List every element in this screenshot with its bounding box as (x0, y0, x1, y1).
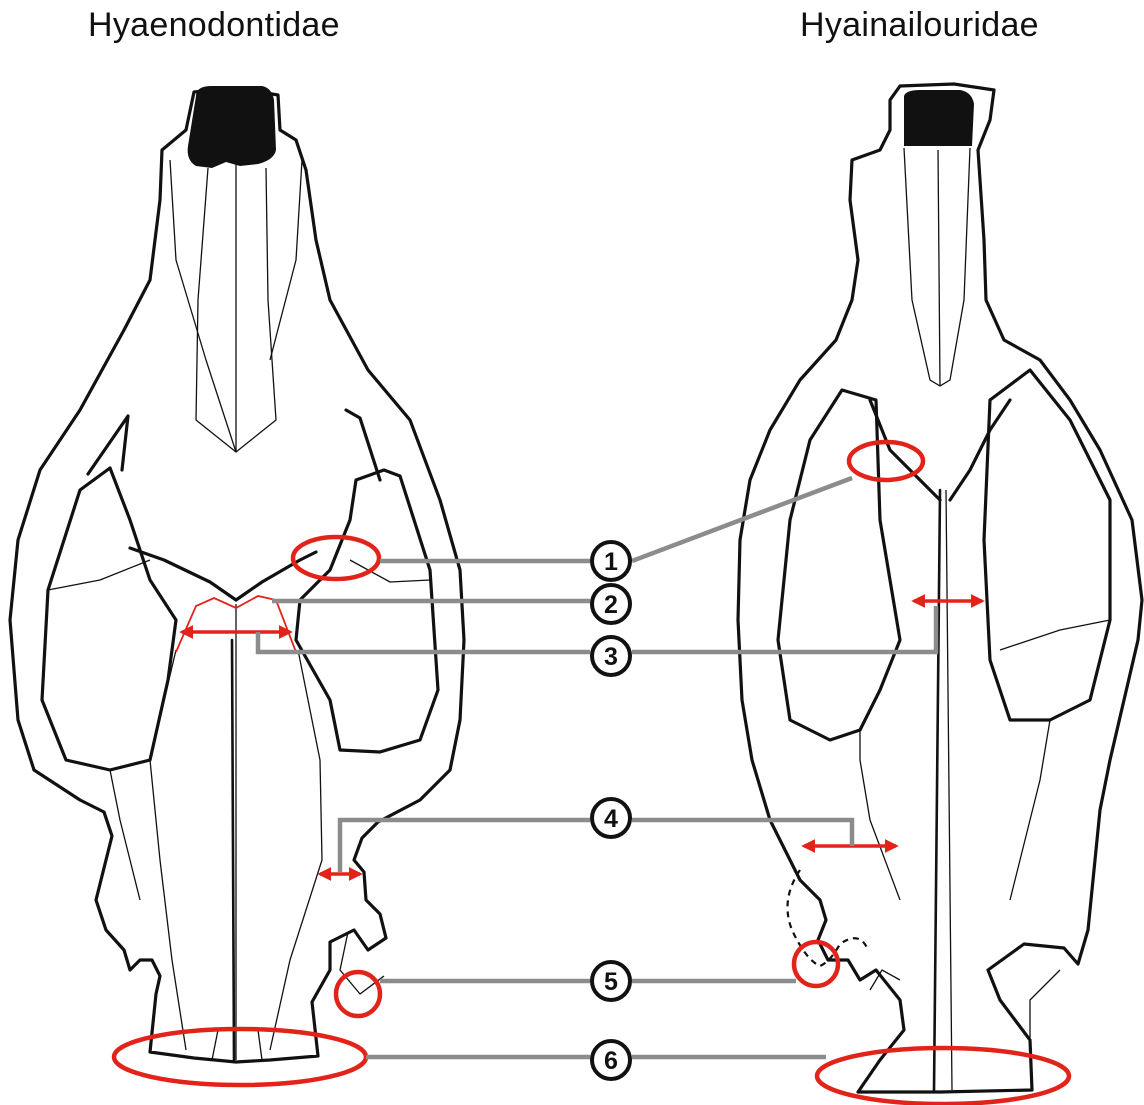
marker-2-label: 2 (604, 591, 618, 619)
skull-hyainailouridae (738, 84, 1142, 1092)
left-incisive-region (188, 86, 276, 168)
marker-4: 4 (592, 799, 630, 837)
skull-hyaenodontidae (10, 86, 464, 1062)
marker-1-label: 1 (604, 548, 618, 576)
marker-6-label: 6 (604, 1047, 618, 1075)
marker-5: 5 (592, 962, 630, 1000)
marker-4-label: 4 (604, 805, 618, 833)
marker-3-label: 3 (604, 643, 618, 671)
left-skull-outline (10, 88, 464, 1062)
highlight-6-left (114, 1029, 366, 1085)
marker-3: 3 (592, 637, 630, 675)
highlight-5-left (336, 972, 380, 1016)
highlight-1-right (849, 442, 923, 480)
marker-5-label: 5 (604, 968, 618, 996)
marker-6: 6 (592, 1041, 630, 1079)
marker-1: 1 (592, 542, 630, 580)
marker-2: 2 (592, 585, 630, 623)
highlights (114, 442, 1069, 1104)
right-incisive-region (904, 90, 974, 146)
